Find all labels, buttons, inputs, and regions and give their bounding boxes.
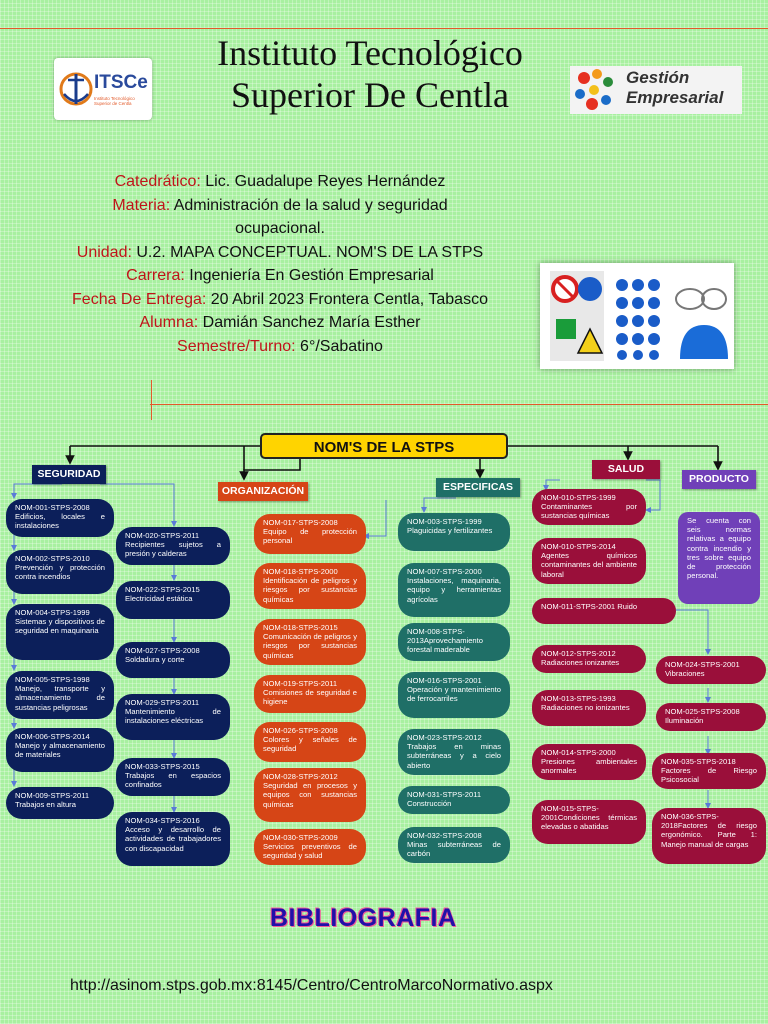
node-nom-020: NOM-020-STPS-2011 Recipientes sujetos a …	[116, 527, 230, 565]
node-nom-009: NOM-009-STPS-2011 Trabajos en altura	[6, 787, 114, 819]
node-nom-032: NOM-032-STPS-2008 Minas subterráneas de …	[398, 827, 510, 863]
node-nom-019: NOM-019-STPS-2011 Comisiones de segurida…	[254, 675, 366, 713]
category-seguridad: SEGURIDAD	[32, 465, 106, 484]
node-nom-018-2015: NOM-018-STPS-2015 Comunicación de peligr…	[254, 619, 366, 665]
safety-signs-icon	[550, 271, 728, 361]
top-divider	[0, 28, 768, 29]
category-organizacion: ORGANIZACIÓN	[218, 482, 308, 501]
node-nom-024: NOM-024-STPS-2001 Vibraciones	[656, 656, 766, 684]
page-title: Instituto Tecnológico Superior De Centla	[150, 32, 590, 116]
info-unidad: Unidad: U.2. MAPA CONCEPTUAL. NOM'S DE L…	[76, 243, 484, 261]
bibliografia-url[interactable]: http://asinom.stps.gob.mx:8145/Centro/Ce…	[70, 977, 553, 994]
node-nom-012: NOM-012-STPS-2012 Radiaciones ionizantes	[532, 645, 646, 673]
category-producto: PRODUCTO	[682, 470, 756, 489]
itsce-logo: ITSCe Instituto Tecnológico Superior de …	[54, 58, 152, 120]
node-nom-018-2000: NOM-018-STPS-2000 Identificación de peli…	[254, 563, 366, 609]
logo-sub: Instituto Tecnológico Superior de Centla	[94, 96, 135, 106]
info-block: Catedrático: Lic. Guadalupe Reyes Hernán…	[40, 170, 520, 358]
logo-brand: ITSCe	[94, 72, 148, 93]
middle-divider	[150, 404, 768, 405]
node-nom-016: NOM-016-STPS-2001 Operación y mantenimie…	[398, 672, 510, 718]
node-nom-010-2014: NOM-010-STPS-2014 Agentes químicos conta…	[532, 538, 646, 584]
logo-right-line2: Empresarial	[626, 88, 724, 107]
node-nom-005: NOM-005-STPS-1998 Manejo, transporte y a…	[6, 671, 114, 719]
node-nom-002: NOM-002-STPS-2010 Prevención y protecció…	[6, 550, 114, 594]
category-especificas: ESPECIFICAS	[436, 478, 520, 497]
node-nom-023: NOM-023-STPS-2012 Trabajos en minas subt…	[398, 729, 510, 775]
node-nom-036: NOM-036-STPS-2018Factores de riesgo ergo…	[652, 808, 766, 864]
info-alumna: Alumna: Damián Sanchez María Esther	[139, 314, 421, 331]
title-line-2: Superior De Centla	[231, 75, 509, 115]
node-nom-010-1999: NOM-010-STPS-1999 Contaminantes por sust…	[532, 489, 646, 525]
middle-divider-tick	[151, 380, 152, 420]
info-carrera: Carrera: Ingeniería En Gestión Empresari…	[126, 267, 434, 284]
node-nom-015: NOM-015-STPS-2001Condiciones térmicas el…	[532, 800, 646, 844]
puzzle-icon	[575, 69, 613, 110]
category-salud: SALUD	[592, 460, 660, 479]
node-nom-003: NOM-003-STPS-1999 Plaguicidas y fertiliz…	[398, 513, 510, 551]
node-nom-022: NOM-022-STPS-2015 Electricidad estática	[116, 581, 230, 619]
map-root-title: NOM'S DE LA STPS	[260, 433, 508, 459]
node-nom-034: NOM-034-STPS-2016 Acceso y desarrollo de…	[116, 812, 230, 866]
node-nom-017: NOM-017-STPS-2008 Equipo de protección p…	[254, 514, 366, 554]
node-nom-026: NOM-026-STPS-2008 Colores y señales de s…	[254, 722, 366, 762]
logo-right-line1: Gestión	[626, 68, 690, 87]
info-materia: Materia: Administración de la salud y se…	[112, 196, 448, 238]
node-nom-027: NOM-027-STPS-2008 Soldadura y corte	[116, 642, 230, 678]
anchor-icon	[59, 72, 93, 106]
node-nom-011: NOM-011-STPS-2001 Ruido	[532, 598, 676, 624]
node-nom-008: NOM-008-STPS-2013Aprovechamiento foresta…	[398, 623, 510, 661]
node-nom-031: NOM-031-STPS-2011 Construcción	[398, 786, 510, 814]
node-nom-035: NOM-035-STPS-2018 Factores de Riesgo Psi…	[652, 753, 766, 789]
node-nom-013: NOM-013-STPS-1993 Radiaciones no ionizan…	[532, 690, 646, 726]
info-fecha: Fecha De Entrega: 20 Abril 2023 Frontera…	[72, 290, 488, 308]
bibliografia-title: BIBLIOGRAFIA	[270, 904, 457, 932]
node-nom-007: NOM-007-STPS-2000 Instalaciones, maquina…	[398, 563, 510, 617]
node-nom-030: NOM-030-STPS-2009 Servicios preventivos …	[254, 829, 366, 865]
node-nom-028: NOM-028-STPS-2012 Seguridad en procesos …	[254, 768, 366, 822]
info-semestre: Semestre/Turno: 6°/Sabatino	[177, 337, 383, 355]
node-nom-004: NOM-004-STPS-1999 Sistemas y dispositivo…	[6, 604, 114, 660]
node-producto: Se cuenta con seis normas relativas a eq…	[678, 512, 760, 604]
safety-signs-image	[540, 263, 734, 369]
node-nom-025: NOM-025-STPS-2008 Iluminación	[656, 703, 766, 731]
node-nom-033: NOM-033-STPS-2015 Trabajos en espacios c…	[116, 758, 230, 796]
info-catedratico: Catedrático: Lic. Guadalupe Reyes Hernán…	[114, 173, 446, 190]
node-nom-001: NOM-001-STPS-2008 Edificios, locales e i…	[6, 499, 114, 537]
node-nom-006: NOM-006-STPS-2014 Manejo y almacenamient…	[6, 728, 114, 772]
node-nom-029: NOM-029-STPS-2011 Mantenimiento de insta…	[116, 694, 230, 740]
gestion-empresarial-logo: Gestión Empresarial	[570, 66, 742, 114]
title-line-1: Instituto Tecnológico	[217, 33, 523, 73]
node-nom-014: NOM-014-STPS-2000 Presiones ambientales …	[532, 744, 646, 780]
